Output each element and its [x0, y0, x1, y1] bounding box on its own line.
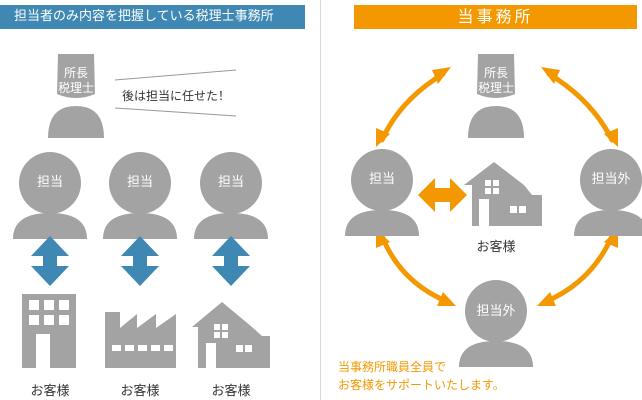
double-arrow-icon-2: [121, 236, 159, 286]
factory-icon: [105, 312, 176, 368]
right-boss-label: 所長 税理士: [478, 66, 514, 96]
support-note-line2: お客様をサポートいたします。: [338, 378, 505, 392]
staff-label-2: 担当: [126, 175, 153, 190]
boss-label: 所長 税理士: [58, 66, 94, 96]
right-banner: 当事務所: [354, 5, 637, 29]
double-arrow-icon-3: [212, 236, 250, 286]
staff-icon-1: [13, 152, 87, 239]
client-label-2: お客様: [120, 384, 160, 399]
orange-double-arrow-icon: [418, 178, 467, 212]
staff-label-3: 担当: [217, 175, 244, 190]
bottom-nonstaff-icon: [459, 280, 533, 367]
right-nonstaff-icon: [574, 149, 642, 236]
right-staff-label: 担当: [368, 172, 395, 187]
staff-icon-3: [194, 152, 268, 239]
building-icon: [22, 294, 76, 368]
left-banner: 担当者のみ内容を把握している税理士事務所: [0, 5, 305, 29]
bottom-nonstaff-label: 担当外: [476, 304, 516, 319]
boss-label-line2: 税理士: [58, 81, 95, 95]
speech-line-bottom: [114, 107, 237, 117]
right-boss-label-line1: 所長: [483, 66, 508, 80]
house-icon: [192, 302, 270, 368]
client-label-3: お客様: [211, 384, 251, 399]
boss-label-line1: 所長: [63, 66, 88, 80]
double-arrow-icon-1: [31, 236, 69, 286]
client-label-1: お客様: [30, 384, 70, 399]
orange-arrowheads: [376, 67, 618, 306]
right-client-label: お客様: [476, 240, 516, 255]
right-nonstaff-label: 担当外: [591, 172, 631, 187]
speech-text: 後は担当に任せた！: [122, 89, 231, 103]
divider: [320, 0, 321, 400]
staff-label-1: 担当: [36, 175, 63, 190]
right-staff-icon: [345, 149, 419, 236]
right-boss-label-line2: 税理士: [478, 81, 515, 95]
speech-line-top: [114, 69, 237, 81]
staff-icon-2: [103, 152, 177, 239]
orange-cycle-arrows: [379, 71, 615, 305]
support-note: 当事務所職員全員で お客様をサポートいたします。: [338, 358, 505, 394]
support-note-line1: 当事務所職員全員で: [338, 360, 447, 374]
right-house-icon: [464, 162, 542, 226]
